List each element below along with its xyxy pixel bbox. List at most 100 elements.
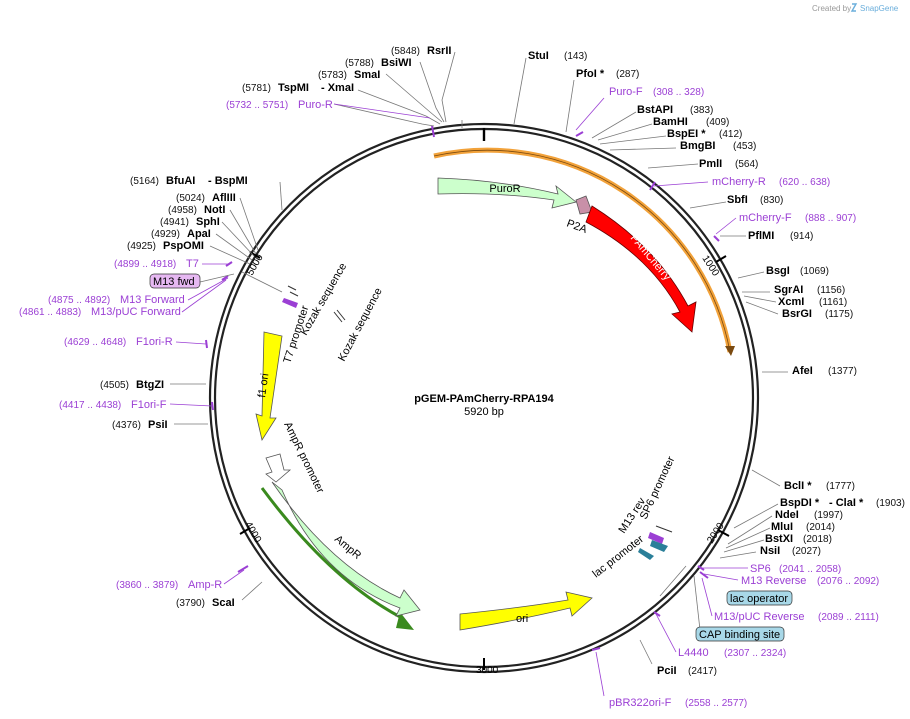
- site-pcii-pos: (2417): [688, 666, 717, 677]
- primer-m13rev-range: (2076 .. 2092): [817, 576, 879, 587]
- lac-operator-mark: [650, 540, 668, 552]
- primer-pbr322-name: pBR322ori-F: [609, 697, 672, 709]
- tick-5000: 5000: [245, 252, 266, 277]
- f1ori-label: f1 ori: [256, 373, 271, 399]
- site-tspmi-name: TspMI: [278, 82, 309, 94]
- tick-4000-mark: [239, 527, 251, 535]
- kozak-mark: [333, 311, 343, 323]
- site-apai-pos: (4929): [151, 229, 180, 240]
- cap-site-label: CAP binding site: [699, 629, 780, 641]
- site-bspdi-name: BspDI *: [780, 497, 820, 509]
- site-bsiwi-name: BsiWI: [381, 57, 412, 69]
- primer-purof-range: (308 .. 328): [653, 87, 704, 98]
- ori-label: ori: [516, 613, 528, 625]
- site-xcmi-name: XcmI: [778, 296, 804, 308]
- ori-arrow: [459, 591, 593, 631]
- primer-ampr-range: (3860 .. 3879): [116, 580, 178, 591]
- primer-l4440-name: L4440: [678, 647, 709, 659]
- site-bmgbi-pos: (453): [733, 141, 756, 152]
- primer-f1orif-range: (4417 .. 4438): [59, 400, 121, 411]
- snapgene-logo-icon: [850, 3, 858, 12]
- site-noti-name: NotI: [204, 204, 225, 216]
- site-btgzi-name: BtgZI: [136, 379, 164, 391]
- primer-l4440-range: (2307 .. 2324): [724, 648, 786, 659]
- ampr-arrow: [271, 481, 421, 617]
- site-noti-pos: (4958): [168, 205, 197, 216]
- site-afliii-name: AflIII: [212, 192, 236, 204]
- site-pspomi-name: PspOMI: [163, 240, 204, 252]
- site-psii-name: PsiI: [148, 419, 168, 431]
- primer-t7-name: T7: [186, 258, 199, 270]
- site-btgzi-pos: (4505): [100, 380, 129, 391]
- primer-sp6-range: (2041 .. 2058): [779, 564, 841, 575]
- lac-operator-label: lac operator: [730, 593, 788, 605]
- primer-ampr-name: Amp-R: [188, 579, 222, 591]
- site-sgrai-pos: (1156): [817, 285, 845, 296]
- site-bspei-pos: (412): [719, 129, 742, 140]
- ampr-promoter-label: AmpR promoter: [281, 420, 326, 495]
- site-bspei-name: BspEI *: [667, 128, 706, 140]
- primer-f1orir-name: F1ori-R: [136, 336, 173, 348]
- ampr-promoter-arrow: [265, 453, 292, 483]
- site-bsrgi-name: BsrGI: [782, 308, 812, 320]
- puror-arrow: [437, 177, 577, 209]
- primer-f1orir-range: (4629 .. 4648): [64, 337, 126, 348]
- site-bspdi-extra: - ClaI *: [829, 497, 864, 509]
- green-arc-feature: [260, 487, 403, 620]
- primer-puror-name: Puro-R: [298, 99, 333, 111]
- site-tspmi-pos: (5781): [242, 83, 271, 94]
- site-bmgbi-name: BmgBI: [680, 140, 715, 152]
- site-pmli-name: PmlI: [699, 158, 722, 170]
- site-sphi-name: SphI: [196, 216, 220, 228]
- site-mlui-name: MluI: [771, 521, 793, 533]
- site-bspdi-pos: (1903): [876, 498, 905, 509]
- site-sgrai-name: SgrAI: [774, 284, 803, 296]
- cap-site-mark: [638, 548, 654, 560]
- lac-operator-box: [726, 590, 793, 606]
- m13fwd-mark: [289, 291, 299, 297]
- site-ndei-pos: (1997): [814, 510, 843, 521]
- tick-2000-mark: [717, 529, 730, 537]
- primer-m13pucfwd-range: (4861 .. 4883): [19, 307, 81, 318]
- lacpromoter-label: lac promoter: [590, 533, 646, 580]
- t7-promoter-mark: [287, 285, 297, 291]
- site-bfuai-extra: - BspMI: [208, 175, 248, 187]
- sp6promoter-label: SP6 promoter: [638, 454, 678, 521]
- site-apai-name: ApaI: [187, 228, 211, 240]
- primer-m13pucrev-range: (2089 .. 2111): [818, 612, 879, 623]
- site-bstxi-name: BstXI: [765, 533, 793, 545]
- pamcherry-arrow: [585, 205, 697, 333]
- primer-sp6-name: SP6: [750, 563, 771, 575]
- site-smai-name: SmaI: [354, 69, 380, 81]
- site-bsgi-name: BsgI: [766, 265, 790, 277]
- site-psii-pos: (4376): [112, 420, 141, 431]
- primer-f1orif-name: F1ori-F: [131, 399, 167, 411]
- site-bamhi-pos: (409): [706, 117, 729, 128]
- brand-snapgene: SnapGene: [860, 4, 899, 13]
- pamcherry-label: PAmCherry: [628, 232, 674, 283]
- primer-mcherryr-range: (620 .. 638): [779, 177, 830, 188]
- site-afliii-pos: (5024): [176, 193, 205, 204]
- site-stui-pos: (143): [564, 51, 587, 62]
- site-sbfi-name: SbfI: [727, 194, 748, 206]
- site-bcli-name: BclI *: [784, 480, 812, 492]
- orange-arc-head: [725, 346, 735, 356]
- site-sphi-pos: (4941): [160, 217, 189, 228]
- site-pfoi-name: PfoI *: [576, 68, 605, 80]
- site-pfoi-pos: (287): [616, 69, 639, 80]
- orange-arc-line: [433, 149, 731, 353]
- site-bamhi-name: BamHI: [653, 116, 688, 128]
- puror-label: PuroR: [489, 183, 520, 195]
- site-rsri-name: RsrII: [427, 45, 451, 57]
- green-arc-head: [396, 612, 414, 630]
- primer-mcherryf-name: mCherry-F: [739, 212, 792, 224]
- primer-t7-range: (4899 .. 4918): [114, 259, 176, 270]
- kozak-label-2: Kozak sequence: [336, 286, 385, 363]
- site-bsgi-pos: (1069): [800, 266, 829, 277]
- primer-mcherryr-name: mCherry-R: [712, 176, 766, 188]
- site-stui-name: StuI: [528, 50, 549, 62]
- site-tspmi-extra: - XmaI: [321, 82, 354, 94]
- site-scai-pos: (3790): [176, 598, 205, 609]
- site-pflmi-pos: (914): [790, 231, 813, 242]
- site-ndei-name: NdeI: [775, 509, 799, 521]
